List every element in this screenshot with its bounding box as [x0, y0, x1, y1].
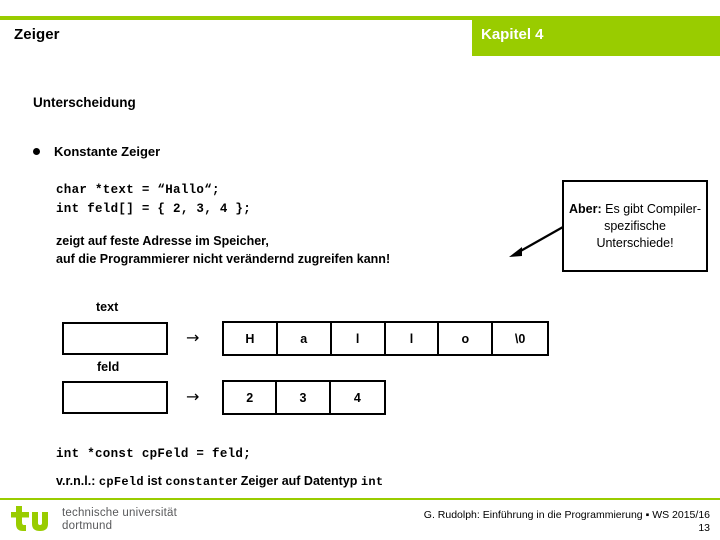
memory-cell: 2	[224, 382, 278, 413]
explanation-mid-2: er Zeiger auf Datentyp	[225, 474, 361, 488]
section-heading: Unterscheidung	[33, 95, 136, 110]
description-line-1: zeigt auf feste Adresse im Speicher,	[56, 234, 269, 248]
explanation-line: v.r.n.l.: cpFeld ist constanter Zeiger a…	[56, 474, 383, 489]
memory-cell: a	[278, 323, 332, 354]
code-block-declarations: char *text = “Hallo“; int feld[] = { 2, …	[56, 180, 251, 218]
memory-cells-feld: 2 3 4	[222, 380, 386, 415]
memory-cell: \0	[514, 331, 526, 346]
page-title: Zeiger	[14, 26, 60, 43]
memory-cell: 4	[353, 390, 361, 405]
memory-cell: l	[386, 323, 440, 354]
logo-line-1: technische universität	[62, 507, 177, 519]
logo-line-2: dortmund	[62, 520, 113, 532]
bullet-item-konstante-zeiger: Konstante Zeiger	[33, 144, 160, 159]
arrow-icon-text: →	[186, 328, 200, 347]
footer-page-number: 13	[698, 522, 710, 534]
footer-credit: G. Rudolph: Einführung in die Programmie…	[423, 509, 710, 521]
code-line-cpfeld: int *const cpFeld = feld;	[56, 447, 252, 461]
slide-header-bar	[0, 16, 720, 56]
bullet-label: Konstante Zeiger	[54, 144, 161, 159]
tu-logo-mark-icon	[11, 506, 48, 531]
code-line-1: char *text = “Hallo“;	[56, 183, 220, 197]
explanation-code-int: int	[360, 475, 384, 489]
memory-cell: o	[439, 323, 494, 354]
callout-lead: Aber:	[569, 201, 602, 216]
bullet-dot-icon	[33, 148, 40, 156]
header-white-panel	[0, 20, 472, 56]
explanation-code-constant: constant	[165, 475, 226, 489]
memory-cells-text: H a l l o \0	[222, 321, 549, 356]
pointer-box-feld	[62, 381, 168, 414]
memory-cell: l	[332, 323, 386, 354]
description-text: zeigt auf feste Adresse im Speicher, auf…	[56, 232, 390, 268]
explanation-code-cpfeld: cpFeld	[98, 475, 144, 489]
tu-logo-text: technische universität dortmund	[62, 507, 177, 533]
arrow-icon-feld: →	[186, 387, 200, 406]
callout-arrow-icon	[509, 226, 564, 257]
memory-cell: 3	[277, 382, 331, 413]
chapter-label: Kapitel 4	[481, 26, 544, 43]
pointer-box-text	[62, 322, 168, 355]
explanation-prefix: v.r.n.l.:	[56, 474, 99, 488]
description-line-2: auf die Programmierer nicht verändernd z…	[56, 252, 391, 266]
callout-rest: Es gibt Compiler-spezifische Unterschied…	[596, 201, 701, 250]
code-line-2: int feld[] = { 2, 3, 4 };	[56, 202, 252, 216]
footer-divider	[0, 498, 720, 500]
pointer-label-feld: feld	[97, 360, 120, 374]
tu-dortmund-logo: technische universität dortmund	[10, 505, 210, 537]
callout-box: Aber: Es gibt Compiler-spezifische Unter…	[562, 180, 708, 272]
memory-cell: H	[224, 323, 278, 354]
pointer-label-text: text	[96, 300, 119, 314]
explanation-mid-1: ist	[143, 474, 166, 488]
callout-text: Aber: Es gibt Compiler-spezifische Unter…	[564, 201, 706, 252]
